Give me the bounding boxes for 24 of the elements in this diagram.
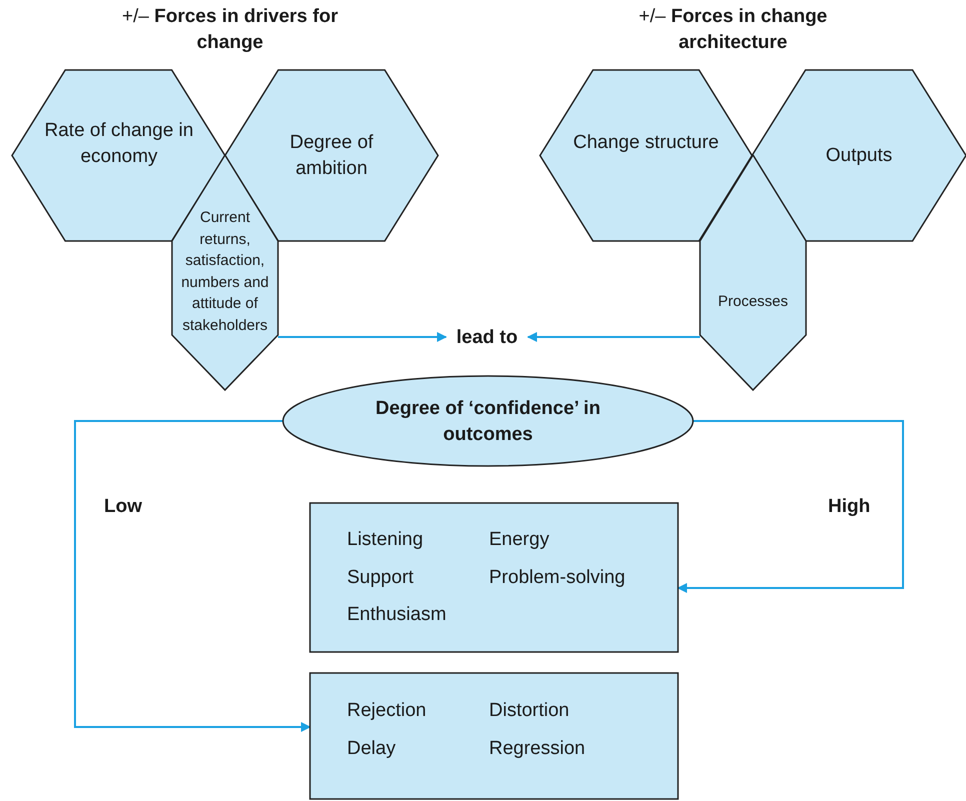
connector-arrow: [74, 420, 311, 732]
list-item: Delay: [347, 736, 397, 761]
group-heading: +/– Forces in change architecture: [638, 5, 828, 55]
node-label: Processes: [716, 292, 790, 312]
node-label: Degree of ambition: [288, 131, 374, 181]
node-label: Degree of ‘confidence’ in outcomes: [374, 397, 602, 447]
list-item: Support: [347, 566, 415, 590]
flow-label: lead to: [455, 326, 519, 350]
node-label: Rate of change in economy: [44, 119, 194, 169]
node-label: Current returns, satisfaction, numbers and attitude of stakeholders: [180, 208, 270, 336]
list-item: Energy: [489, 528, 550, 552]
edge-label: High: [826, 496, 872, 518]
list-item: Rejection: [347, 699, 428, 723]
list-item: Problem-solving: [489, 566, 626, 590]
list-item: Distortion: [489, 699, 570, 723]
list-item: Enthusiasm: [347, 603, 448, 628]
node-label: Change structure: [572, 131, 720, 155]
connector-arrow: [278, 332, 447, 342]
node-label: Outputs: [824, 144, 894, 168]
list-item: Regression: [489, 736, 586, 761]
connector-arrow: [527, 332, 700, 342]
connector-arrow: [677, 420, 904, 593]
list-item: Listening: [347, 528, 424, 552]
group-heading: +/– Forces in drivers for change: [121, 5, 339, 55]
